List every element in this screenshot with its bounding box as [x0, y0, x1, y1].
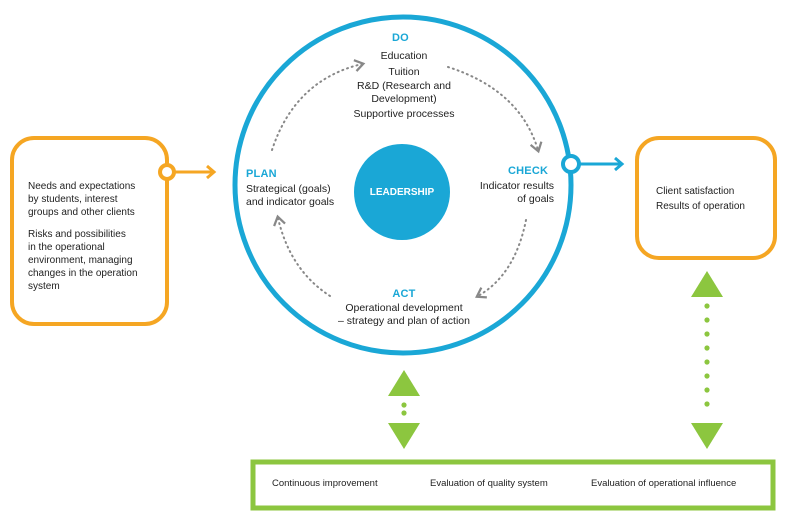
- do-title: DO: [392, 32, 409, 44]
- risks-text: Risks and possibilities in the operation…: [28, 228, 138, 293]
- do-to-check-arrow: [447, 66, 543, 154]
- needs-line: groups and other clients: [28, 207, 135, 218]
- evaluation-item-operational-influence: Evaluation of operational influence: [591, 478, 737, 489]
- check-line: of goals: [517, 193, 554, 205]
- check-to-act-arrow: [475, 219, 527, 299]
- check-title: CHECK: [508, 165, 549, 177]
- needs-line: Needs and expectations: [28, 181, 136, 192]
- do-item: R&D (Research and: [357, 80, 451, 92]
- plan-to-do-arrow: [271, 59, 366, 151]
- do-item: Tuition: [388, 66, 420, 78]
- outputs-box: [635, 136, 777, 260]
- circle-feedback-up-arrow: [388, 370, 420, 396]
- needs-text: Needs and expectations by students, inte…: [28, 180, 135, 219]
- risks-line: system: [28, 281, 60, 292]
- outputs-feedback-dot: [704, 303, 710, 309]
- outputs-line: Client satisfaction: [656, 186, 735, 197]
- act-title: ACT: [392, 288, 416, 300]
- evaluation-item-continuous-improvement: Continuous improvement: [272, 478, 378, 489]
- outputs-feedback-dot: [704, 345, 710, 351]
- outputs-line: Results of operation: [656, 201, 745, 212]
- check-line: Indicator results: [479, 180, 554, 192]
- plan-title: PLAN: [246, 168, 277, 180]
- risks-line: in the operational: [28, 242, 105, 253]
- outputs-text: Client satisfaction Results of operation: [656, 184, 745, 214]
- inputs-connector: [158, 163, 176, 181]
- plan-line: and indicator goals: [246, 196, 335, 208]
- outputs-feedback-down-arrow: [691, 423, 723, 449]
- risks-line: changes in the operation: [28, 268, 138, 279]
- risks-line: environment, managing: [28, 255, 133, 266]
- outputs-feedback-dot: [704, 373, 710, 379]
- inputs-box: [10, 136, 169, 326]
- outputs-feedback-dot: [704, 401, 710, 407]
- leadership-circle: [354, 144, 450, 240]
- outputs-arrow-head: [614, 156, 625, 172]
- pdca-cycle-circle: [232, 14, 574, 356]
- outputs-feedback-dot: [704, 331, 710, 337]
- check-text: Indicator results of goals: [472, 180, 554, 206]
- do-item: Development): [371, 93, 437, 105]
- act-text: Operational development – strategy and p…: [324, 302, 484, 328]
- circle-feedback-dot: [401, 402, 407, 408]
- plan-line: Strategical (goals): [246, 183, 331, 195]
- outputs-feedback-dot: [704, 387, 710, 393]
- evaluation-box: [250, 459, 776, 511]
- inputs-arrow-head: [206, 164, 217, 180]
- outputs-feedback-dot: [704, 317, 710, 323]
- leadership-label: LEADERSHIP: [369, 186, 435, 198]
- circle-feedback-dot: [401, 410, 407, 416]
- circle-feedback-down-arrow: [388, 423, 420, 449]
- do-item: Education: [380, 50, 428, 62]
- act-line: Operational development: [345, 302, 463, 314]
- do-item: Supportive processes: [353, 108, 455, 120]
- outputs-feedback-dot: [704, 359, 710, 365]
- do-items: Education Tuition R&D (Research and Deve…: [334, 48, 474, 122]
- needs-line: by students, interest: [28, 194, 118, 205]
- act-to-plan-arrow: [273, 214, 331, 297]
- act-line: – strategy and plan of action: [338, 315, 470, 327]
- evaluation-item-quality-system: Evaluation of quality system: [430, 478, 548, 489]
- outputs-connector: [561, 154, 581, 174]
- plan-text: Strategical (goals) and indicator goals: [246, 183, 334, 209]
- risks-line: Risks and possibilities: [28, 229, 126, 240]
- outputs-feedback-up-arrow: [691, 271, 723, 297]
